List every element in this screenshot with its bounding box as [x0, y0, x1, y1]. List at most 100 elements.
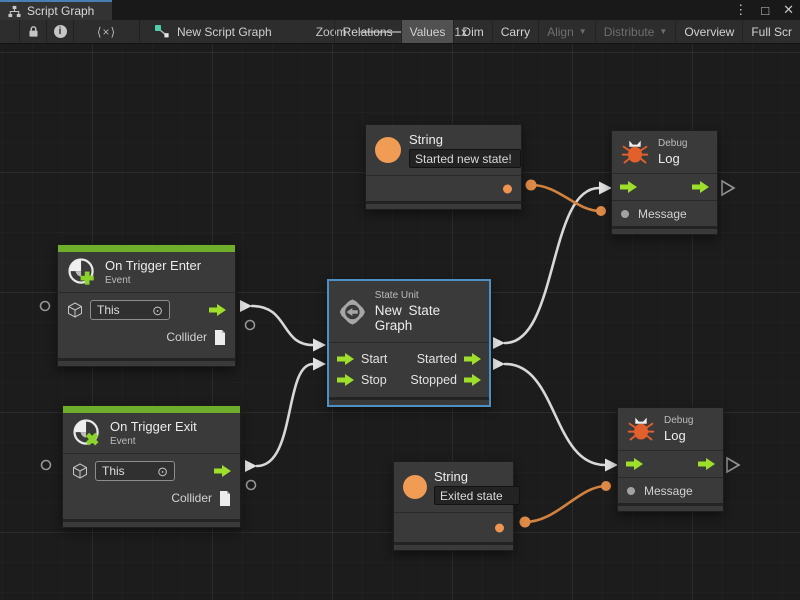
port-label: Stop — [361, 372, 387, 387]
file-icon — [215, 329, 225, 345]
target-object-field[interactable]: This ⊙ — [90, 300, 170, 320]
node-on-trigger-exit[interactable]: On Trigger Exit Event This ⊙ Collider — [62, 405, 241, 528]
flow-output-port[interactable] — [245, 460, 257, 472]
target-object-field[interactable]: This ⊙ — [95, 461, 175, 481]
node-title: String — [409, 132, 443, 147]
flow-input-port[interactable] — [626, 458, 643, 470]
port-label: Started — [416, 351, 457, 366]
node-string-top[interactable]: String — [365, 124, 522, 210]
flow-output-port[interactable] — [493, 337, 505, 349]
flow-output-port[interactable] — [240, 300, 252, 312]
string-value-input[interactable] — [434, 486, 520, 505]
wire-started-to-log — [503, 186, 601, 345]
flow-output-port[interactable] — [464, 373, 481, 386]
value-input-port[interactable] — [40, 459, 52, 471]
node-footer — [612, 226, 717, 234]
node-kind: Debug — [664, 415, 694, 426]
node-footer — [394, 542, 513, 550]
value-output-port[interactable] — [244, 319, 256, 331]
values-button[interactable]: Values — [400, 20, 454, 43]
flow-output-port[interactable] — [214, 465, 231, 477]
graph-tab-icon — [8, 5, 21, 17]
wire-enter-to-start — [250, 304, 315, 347]
node-title: On Trigger Enter — [105, 258, 202, 273]
port-label: Start — [361, 351, 388, 366]
tab-script-graph[interactable]: Script Graph — [0, 0, 112, 20]
port-label: Collider — [166, 330, 207, 344]
gameobject-cube-icon — [68, 302, 82, 318]
value-output-port[interactable] — [525, 179, 537, 191]
graph-name-group: New Script Graph — [154, 20, 272, 43]
flow-output-port[interactable] — [209, 304, 226, 316]
value-input-port[interactable] — [621, 209, 629, 218]
maximize-icon[interactable]: □ — [761, 2, 770, 18]
flow-input-port[interactable] — [337, 352, 354, 365]
flow-input-port[interactable] — [337, 373, 354, 386]
object-picker-icon[interactable]: ⊙ — [152, 302, 163, 318]
wire-exit-to-stop — [255, 362, 315, 468]
chevron-down-icon: ▼ — [578, 27, 587, 36]
node-footer — [63, 519, 240, 527]
port-label: Collider — [171, 491, 212, 505]
port-label: Message — [644, 483, 693, 498]
value-input-port[interactable] — [39, 300, 51, 312]
chevron-down-icon: ▼ — [659, 27, 668, 36]
relations-button[interactable]: Relations — [333, 20, 401, 43]
flow-input-port[interactable] — [620, 181, 637, 193]
node-debug-log-top[interactable]: Debug Log Message — [611, 130, 718, 235]
info-icon: i — [53, 25, 67, 38]
event-color-bar — [58, 245, 235, 252]
dim-button[interactable]: Dim — [453, 20, 491, 43]
flow-output-port[interactable] — [721, 179, 736, 197]
wire-end-dot — [596, 206, 606, 216]
wire-string-to-message — [524, 484, 607, 524]
toolbar-spacer — [0, 20, 20, 43]
close-icon[interactable]: ✕ — [783, 2, 794, 17]
flow-output-port[interactable] — [726, 456, 741, 474]
wire-string-to-message — [530, 183, 602, 213]
toolbar-buttons: Relations Values Dim Carry Align ▼ Distr… — [333, 20, 800, 43]
value-output-port[interactable] — [495, 523, 504, 532]
lock-button[interactable] — [20, 20, 47, 43]
trigger-enter-icon — [68, 258, 94, 285]
flow-output-port[interactable] — [698, 458, 715, 470]
node-kind: State Unit — [374, 290, 419, 301]
window-menu-icon[interactable]: ⋮ — [734, 2, 748, 17]
node-kind: Debug — [658, 138, 688, 149]
code-icon: ⟨×⟩ — [96, 24, 117, 39]
node-footer — [366, 201, 521, 209]
wire-stopped-to-log — [503, 362, 607, 467]
flow-output-port[interactable] — [493, 358, 505, 370]
flow-output-port[interactable] — [464, 352, 481, 365]
node-string-bottom[interactable]: String — [393, 461, 520, 551]
node-state-unit[interactable]: State Unit New State Graph Start Started — [328, 280, 490, 406]
info-button[interactable]: i — [47, 20, 74, 43]
value-input-port[interactable] — [627, 486, 635, 495]
node-title: String — [434, 469, 468, 484]
flow-output-port[interactable] — [692, 181, 709, 193]
node-title: On Trigger Exit — [110, 419, 197, 434]
align-dropdown[interactable]: Align ▼ — [538, 20, 595, 43]
wire-end-dot — [601, 481, 611, 491]
port-label: Stopped — [410, 372, 457, 387]
string-value-input[interactable] — [409, 149, 521, 168]
value-output-port[interactable] — [519, 516, 531, 528]
node-subtitle: Event — [105, 275, 131, 286]
lock-icon — [28, 26, 38, 37]
overview-button[interactable]: Overview — [675, 20, 742, 43]
value-output-port[interactable] — [503, 184, 512, 193]
graph-canvas[interactable]: String Debug Log — [0, 44, 800, 600]
edit-graph-button[interactable]: ⟨×⟩ — [74, 20, 140, 43]
object-picker-icon[interactable]: ⊙ — [157, 463, 168, 479]
node-on-trigger-enter[interactable]: On Trigger Enter Event This ⊙ Collider — [57, 244, 236, 367]
bug-icon — [627, 417, 655, 441]
carry-button[interactable]: Carry — [491, 20, 538, 43]
zoom-value: 1x — [454, 24, 468, 39]
distribute-dropdown[interactable]: Distribute ▼ — [594, 20, 676, 43]
node-debug-log-bottom[interactable]: Debug Log Message — [617, 407, 724, 512]
script-graph-icon — [155, 25, 169, 38]
port-label: Message — [638, 206, 687, 221]
value-output-port[interactable] — [245, 479, 257, 491]
fullscreen-button[interactable]: Full Scr — [742, 20, 800, 43]
event-color-bar — [63, 406, 240, 413]
